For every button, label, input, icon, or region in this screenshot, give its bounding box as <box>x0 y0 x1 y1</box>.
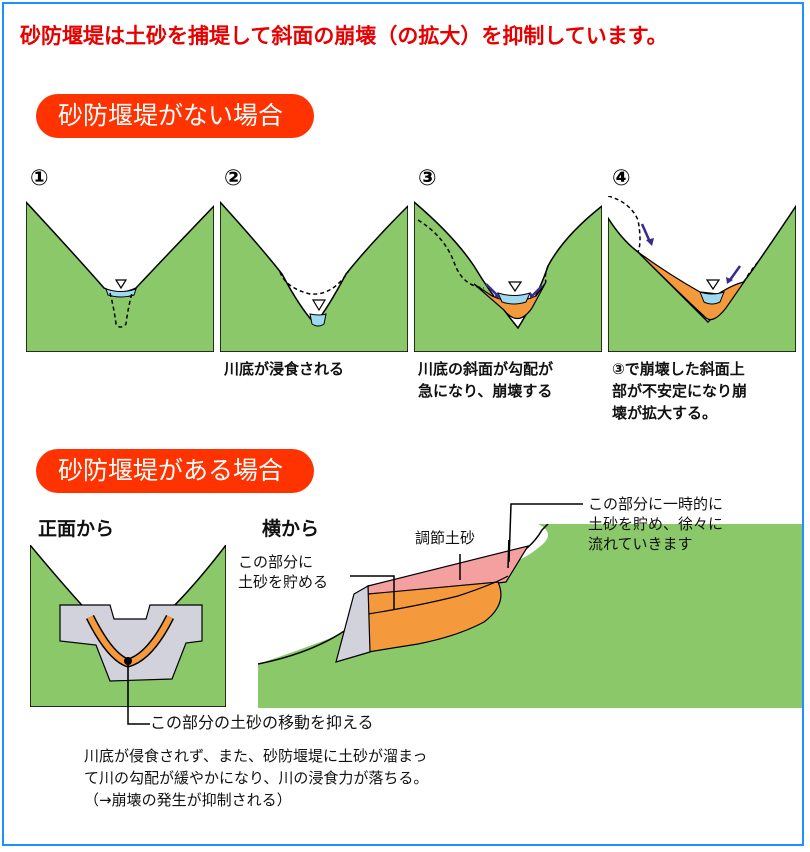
store-callout-line-2: 土砂を貯める <box>238 573 329 591</box>
summary-line-1: 川底が侵食されず、また、砂防堰堤に土砂が溜まっ <box>84 747 428 765</box>
step-caption-4-line-1: ③で崩壊した斜面上 <box>612 360 745 378</box>
side-view-heading: 横から <box>262 518 320 540</box>
step-number-3: ③ <box>418 166 437 191</box>
front-callout-label: この部分の土砂の移動を抑える <box>150 713 374 732</box>
step-caption-3-line-1: 川底の斜面が勾配が <box>418 360 554 378</box>
step-caption-2: 川底が浸食される <box>224 360 345 378</box>
side-view-panel <box>258 524 802 708</box>
temp-callout-leader <box>508 503 583 563</box>
adjust-sediment-label: 調節土砂 <box>415 529 476 547</box>
side-callout-leaders <box>350 540 510 610</box>
page-title: 砂防堰堤は土砂を捕堤して斜面の崩壊（の拡大）を抑制しています。 <box>20 24 668 48</box>
summary-line-2: て川の勾配が緩やかになり、川の浸食力が落ちる。 <box>84 769 429 787</box>
valley-panel-1 <box>26 200 214 352</box>
valley-panel-4 <box>608 196 796 352</box>
section-label-with-dam: 砂防堰堤がある場合 <box>36 449 314 493</box>
front-view-heading: 正面から <box>38 518 115 540</box>
valley-panel-3 <box>414 201 602 352</box>
step-caption-4-line-2: 部が不安定になり崩 <box>612 382 748 400</box>
section-label-without-dam: 砂防堰堤がない場合 <box>36 94 314 138</box>
front-callout-leader <box>127 661 150 725</box>
step-number-1: ① <box>30 166 49 191</box>
step-number-4: ④ <box>612 166 631 191</box>
temp-callout-line-3: 流れていきます <box>588 535 693 553</box>
valley-panel-2 <box>220 200 408 352</box>
temp-callout-line-1: この部分に一時的に <box>588 495 724 513</box>
step-caption-4-line-3: 壊が拡大する。 <box>612 404 718 422</box>
temp-callout-line-2: 土砂を貯め、徐々に <box>588 515 724 533</box>
store-callout-line-1: この部分に <box>238 553 314 571</box>
step-caption-3-line-2: 急になり、崩壊する <box>418 382 553 400</box>
summary-line-3: （→崩壊の発生が抑制される） <box>84 791 292 809</box>
step-number-2: ② <box>224 166 243 191</box>
